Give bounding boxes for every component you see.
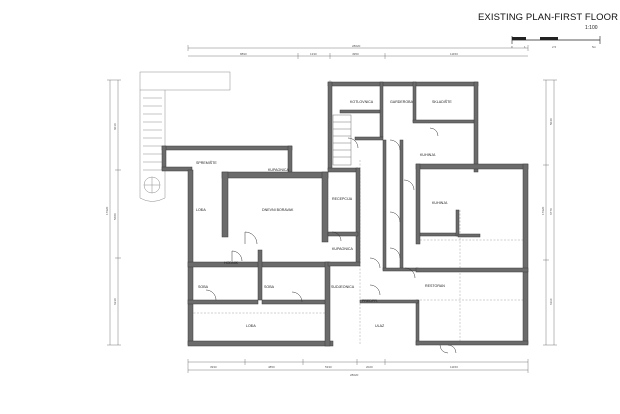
room-label-lodja-bottom: LOĐA xyxy=(246,324,256,328)
room-label-soba-2: SOBA xyxy=(264,285,275,289)
dim-bottom-seg-2: 4850 xyxy=(268,365,275,369)
dim-right-seg-2: 6770 xyxy=(549,208,553,215)
dim-left-seg-1: 6010 xyxy=(113,123,117,130)
room-label-dnevni-boravak: DNEVNI BORAVAK xyxy=(262,208,294,212)
exterior-stair xyxy=(139,71,231,202)
scale-tick-2: 2.5 xyxy=(552,45,557,49)
room-label-kupaonica-upper: KUPAONICA xyxy=(268,168,290,172)
dim-bottom-total: 28020 xyxy=(350,373,359,377)
dim-top-total: 28020 xyxy=(352,44,361,48)
drawing-title: EXISTING PLAN-FIRST FLOOR xyxy=(478,12,619,23)
room-label-kupaonica-mid: KUPAONICA xyxy=(332,247,354,251)
scale-tick-0: 0 xyxy=(511,45,513,49)
room-label-kuhinja-mid: KUHINJA xyxy=(432,201,448,205)
dim-left-seg-2: 5680 xyxy=(113,213,117,220)
drawing-scale: 1:100 xyxy=(585,25,598,31)
room-label-spremiste: SPREMIŠTE xyxy=(196,160,217,165)
walls xyxy=(161,81,529,347)
room-label-predprostor: PREDPR. xyxy=(362,299,378,303)
dim-right-total: 17920 xyxy=(541,206,545,215)
dim-right-seg-3: 6110 xyxy=(549,298,553,305)
scale-tick-1: 1 xyxy=(524,45,526,49)
room-label-kotlovnica: KOTLOVNICA xyxy=(350,100,374,104)
room-label-hodnik: HODNIK xyxy=(224,261,239,265)
scale-tick-3: 5m xyxy=(592,45,597,49)
room-label-ulaz: ULAZ xyxy=(375,324,385,328)
room-label-garderoba: GARDEROBA xyxy=(390,100,414,104)
dim-bottom-seg-3: 5330 xyxy=(325,365,332,369)
room-label-soba-1: SOBA xyxy=(198,285,209,289)
scale-bar: 0 1 2.5 5m xyxy=(511,36,601,49)
dim-bottom-seg-1: 3930 xyxy=(210,365,217,369)
dim-top-seg-1: 8890 xyxy=(240,52,247,56)
doors xyxy=(205,127,457,354)
room-label-kuhinja-top: KUHINJA xyxy=(420,153,436,157)
room-labels: KOTLOVNICA GARDEROBA SKLADIŠTE SPREMIŠTE… xyxy=(196,99,452,328)
room-label-skladiste: SKLADIŠTE xyxy=(432,99,452,104)
room-label-sudjeonica: SUDJEONICA xyxy=(331,285,355,289)
dim-top-seg-2: 1330 xyxy=(310,52,317,56)
dim-top-seg-3: 4950 xyxy=(352,52,359,56)
dim-left-total: 17920 xyxy=(105,206,109,215)
dimension-lines xyxy=(107,45,557,373)
room-label-recepcija: RECEPCIJA xyxy=(332,197,353,201)
room-label-restoran: RESTORAN xyxy=(425,284,445,288)
room-label-lodja-left: LOĐA xyxy=(196,208,206,212)
dim-bottom-seg-5: 11150 xyxy=(450,365,458,369)
dim-right-seg-1: 5040 xyxy=(549,118,553,125)
dim-bottom-seg-4: 2020 xyxy=(366,365,373,369)
dim-top-seg-4: 11150 xyxy=(450,52,458,56)
interior-stair xyxy=(332,114,352,166)
dimension-labels: 28020 8890 1330 4950 11150 3930 4850 533… xyxy=(105,44,553,377)
dim-left-seg-3: 6230 xyxy=(113,298,117,305)
